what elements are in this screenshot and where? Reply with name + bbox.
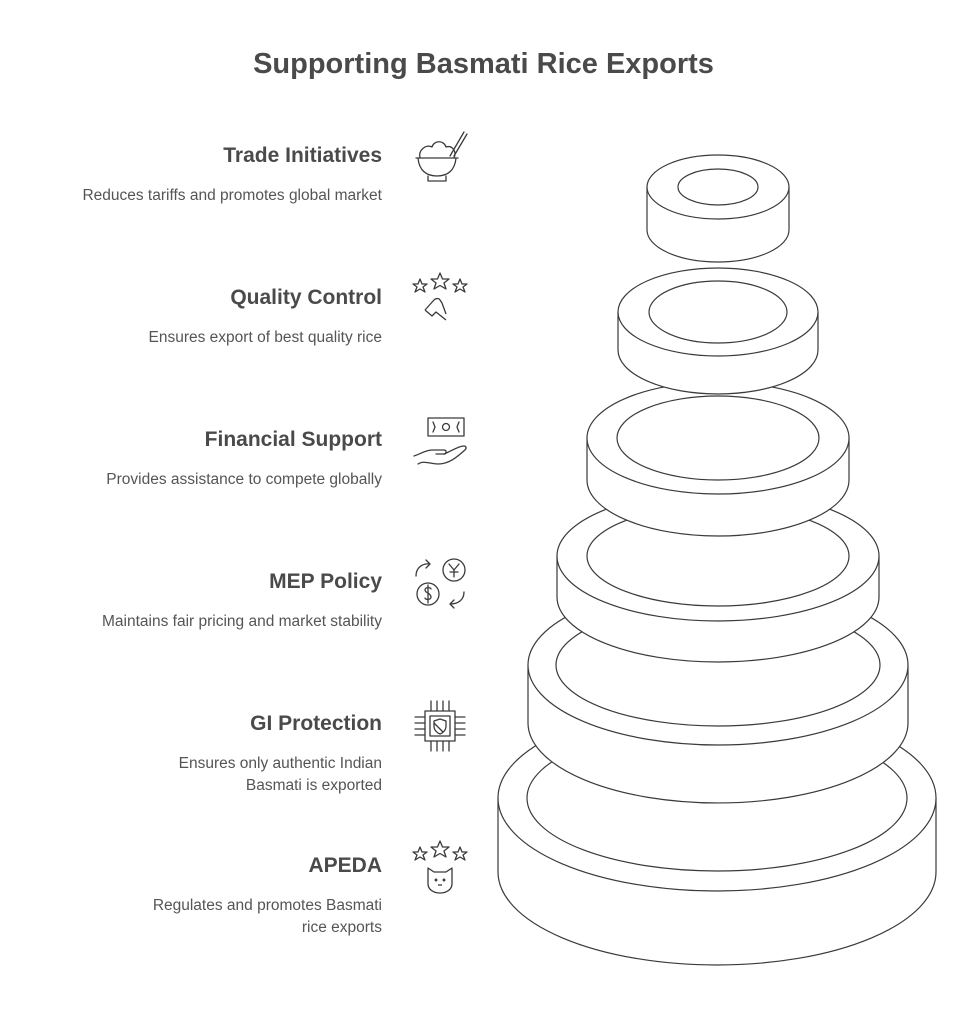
item-description: Provides assistance to compete globally xyxy=(106,471,382,488)
item-title: Financial Support xyxy=(204,428,382,451)
money-hand-icon xyxy=(410,412,470,472)
item-apeda: APEDA Regulates and promotes Basmati ric… xyxy=(22,853,382,939)
stars-rating-icon xyxy=(410,270,470,330)
item-title: APEDA xyxy=(308,854,382,877)
ring-trade-initiatives xyxy=(646,154,790,263)
item-title: Trade Initiatives xyxy=(223,144,382,167)
item-gi-protection: GI Protection Ensures only authentic Ind… xyxy=(22,711,382,797)
chip-shield-icon xyxy=(410,696,470,756)
stars-badge-icon xyxy=(410,838,470,898)
item-title: GI Protection xyxy=(250,712,382,735)
item-mep-policy: MEP Policy Maintains fair pricing and ma… xyxy=(22,569,382,633)
item-description: Reduces tariffs and promotes global mark… xyxy=(82,187,382,204)
ring-quality-control xyxy=(617,267,819,395)
ring-financial-support xyxy=(586,381,850,537)
item-quality-control: Quality Control Ensures export of best q… xyxy=(22,285,382,349)
item-description: Regulates and promotes Basmati rice expo… xyxy=(152,897,382,936)
item-description: Maintains fair pricing and market stabil… xyxy=(102,613,382,630)
item-title: Quality Control xyxy=(230,286,382,309)
currency-exchange-icon xyxy=(410,554,470,614)
item-financial-support: Financial Support Provides assistance to… xyxy=(22,427,382,491)
item-title: MEP Policy xyxy=(269,570,382,593)
item-description: Ensures export of best quality rice xyxy=(148,329,382,346)
rice-bowl-icon xyxy=(410,128,470,188)
item-trade-initiatives: Trade Initiatives Reduces tariffs and pr… xyxy=(22,143,382,207)
item-description: Ensures only authentic Indian Basmati is… xyxy=(178,755,382,794)
ring-tower-diagram xyxy=(497,154,937,966)
diagram-title: Supporting Basmati Rice Exports xyxy=(253,48,714,80)
